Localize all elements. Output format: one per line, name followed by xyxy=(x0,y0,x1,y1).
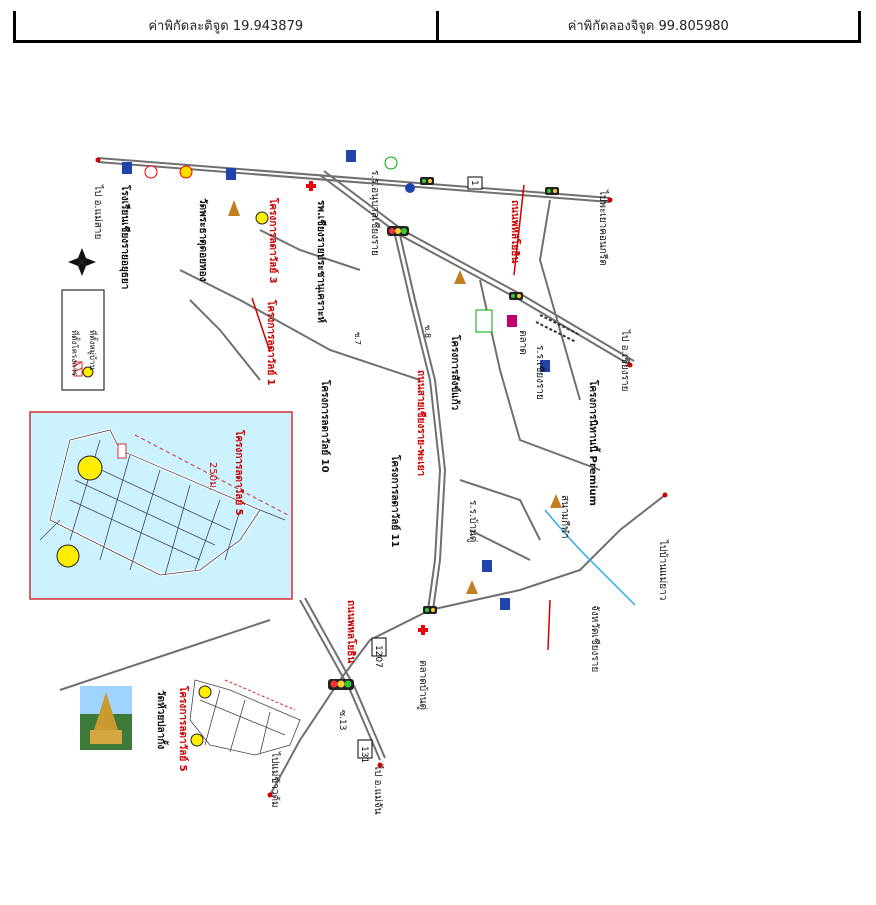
road-central-2 xyxy=(399,234,447,611)
label-to-phayao: ไปพะเยาคอนกรีต xyxy=(597,189,609,266)
label-project-3: โครงการลดาวัลย์ 3 xyxy=(267,197,280,284)
temple-icons xyxy=(228,200,562,594)
label-school-top: ร.ร.อนุบาลเชียงราย xyxy=(369,170,381,256)
legend-label-2: ที่ตั้งหมู่บ้าน xyxy=(87,330,99,370)
legend-project-swatch xyxy=(73,361,83,377)
label-big-road-2: ถนนพหลโยธิน xyxy=(345,600,358,663)
longitude-label: ค่าพิกัดลองจิจูด 99.805980 xyxy=(435,11,859,40)
traffic-light-5 xyxy=(545,187,559,195)
label-road-131: 131 xyxy=(359,746,369,763)
traffic-light-2 xyxy=(328,679,354,690)
fuel-icons xyxy=(144,156,415,193)
label-road-1: 1 xyxy=(469,180,479,186)
road-side-3 xyxy=(259,229,361,271)
road-right xyxy=(429,494,666,611)
latitude-label: ค่าพิกัดละติจูด 19.943879 xyxy=(148,19,304,34)
red-routes xyxy=(251,184,551,651)
hospital-icon-2 xyxy=(418,625,428,635)
label-road-1207: 1207 xyxy=(373,645,383,668)
road-top xyxy=(97,157,611,199)
traffic-light-4 xyxy=(420,177,434,185)
coordinate-bar: ค่าพิกัดละติจูด 19.943879 ค่าพิกัดลองจิจ… xyxy=(13,11,861,43)
road-side-1 xyxy=(179,269,421,381)
track-1 xyxy=(539,314,581,336)
road-shield-1207 xyxy=(371,637,387,657)
hospital-icon xyxy=(306,181,316,191)
label-to-chiangrai: ไป อ.เชียงราย xyxy=(619,329,631,392)
inset-marker-1 xyxy=(77,455,103,481)
road-left-top xyxy=(59,619,271,691)
legend xyxy=(61,289,105,391)
road-central xyxy=(394,234,442,611)
label-to-mae-yao: ไปบ้านแม่ยาว xyxy=(657,539,669,600)
lower-project-map xyxy=(189,679,301,756)
road-diagonal-2 xyxy=(323,170,635,362)
traffic-light-6 xyxy=(423,606,437,614)
road-end-markers xyxy=(95,157,668,798)
temple-photo xyxy=(80,686,132,750)
river xyxy=(544,509,636,606)
legend-label-1: ที่ตั้งโครงการ xyxy=(70,330,81,377)
road-side-7 xyxy=(469,529,531,561)
label-stadium: สนามกีฬา xyxy=(559,495,571,539)
label-market-bottom: ตลาดบ้านดู่ xyxy=(417,660,429,710)
building-icons xyxy=(122,150,550,610)
traffic-light-3 xyxy=(509,292,523,300)
label-school-mid: ร.ร.เชียงราย xyxy=(534,345,546,400)
label-soi-8: ซ.8 xyxy=(423,325,432,338)
road-131-2 xyxy=(304,597,386,759)
track-2 xyxy=(535,321,577,343)
label-hospital: รพ.เชียงรายประชานุเคราะห์ xyxy=(315,200,327,323)
label-chiangrai-right: จังหวัดเชียงราย xyxy=(589,605,601,672)
label-fortune-road: ถนนพหลโยธิน xyxy=(509,200,522,263)
label-dist-250: 250ม. xyxy=(207,462,218,491)
road-shield-1 xyxy=(467,176,483,190)
road-side-5 xyxy=(538,199,581,401)
road-side-2 xyxy=(189,299,261,381)
road-shield-131 xyxy=(357,739,373,759)
traffic-light-1 xyxy=(387,226,409,236)
label-project-10: โครงการลดาวัลย์ 10 xyxy=(319,379,332,473)
inset-map xyxy=(29,411,293,600)
label-project-5-low: โครงการลดาวัลย์ 5 xyxy=(177,685,190,772)
label-hotel: โรงเรียนเชียงรายอยุธยา xyxy=(119,184,132,289)
label-to-mae-khao: ไปแม่ข้าวต้ม xyxy=(269,751,281,808)
marker-3 xyxy=(255,211,269,225)
road-side-6 xyxy=(459,479,541,541)
label-shop: ตลาด xyxy=(517,330,528,355)
label-project-1: โครงการลดาวัลย์ 1 xyxy=(265,299,278,386)
label-school-low: ร.ร.บ้านดู่ xyxy=(467,500,479,542)
label-temple-top: วัดพระธาตุดอยทอง xyxy=(197,198,209,282)
track xyxy=(535,314,581,343)
label-project-sangkaew: โครงการสังข์แก้ว xyxy=(449,334,462,411)
legend-village-swatch xyxy=(82,366,94,378)
label-project-11: โครงการลดาวัลย์ 11 xyxy=(389,454,402,548)
label-project-premium: โครงการนิทานนี้ Premium xyxy=(587,379,601,506)
label-to-mae-sai: ไป อ.แม่สาย xyxy=(92,184,104,239)
label-big-road: ถนนสายเชียงราย-พะเยา xyxy=(415,370,427,476)
label-temple-low: วัดห้วยปลากั้ง xyxy=(155,690,169,749)
road-top-2 xyxy=(97,161,611,203)
inset-marker-2 xyxy=(56,544,80,568)
road-diagonal xyxy=(319,174,631,366)
compass-icon xyxy=(68,248,96,276)
label-project-5: โครงการลดาวัลย์ 5 xyxy=(233,429,246,516)
label-soi-13: ซ.13 xyxy=(337,710,347,730)
label-soi-7: ซ.7 xyxy=(353,332,362,345)
label-to-mae-chan: ไป อ.แม่จัน xyxy=(372,764,384,815)
